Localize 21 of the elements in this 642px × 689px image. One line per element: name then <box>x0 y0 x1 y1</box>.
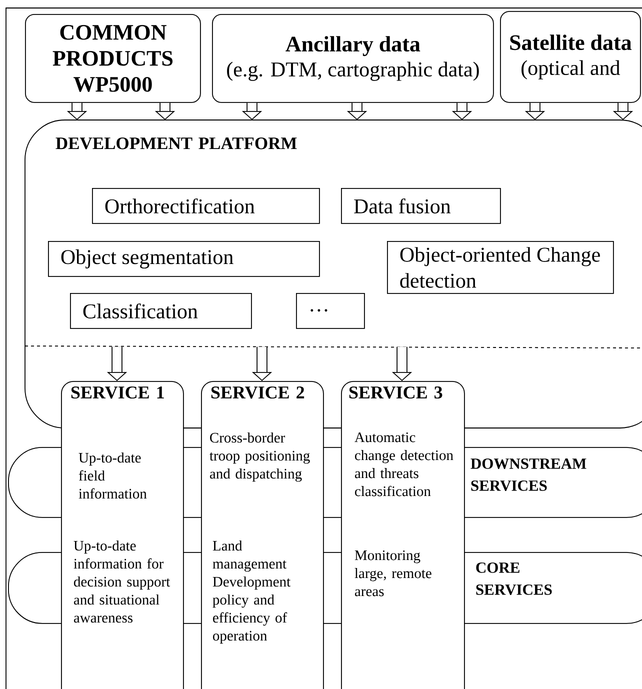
service-text: Up-to-date field information <box>78 452 147 499</box>
platform-title: DEVELOPMENT PLATFORM <box>56 137 297 150</box>
source-box: COMMON PRODUCTS WP5000 <box>25 14 201 103</box>
process-box: … <box>296 293 365 329</box>
service-heading: SERVICE 2 <box>211 386 304 399</box>
process-box: Data fusion <box>341 188 501 224</box>
source-box: Satellite data (optical and <box>500 11 641 103</box>
service-heading: SERVICE 3 <box>349 386 442 399</box>
source-box: Ancillary data (e.g. DTM, cartographic data) <box>212 14 494 103</box>
service-text: Cross-border troop positioning and dispatching <box>210 432 310 482</box>
process-box: Orthorectification <box>92 188 320 224</box>
service-heading: SERVICE 1 <box>71 386 164 399</box>
process-box: Classification <box>70 293 252 329</box>
service-text: Automatic change detection and threats classification <box>354 432 454 496</box>
service-text: Up-to-date information for decision support and situational awareness <box>74 540 170 623</box>
process-box: Object segmentation <box>48 241 320 277</box>
process-box: Object-oriented Change detection <box>387 241 614 294</box>
service-text: Land management Development policy and efficiency of operation <box>212 540 290 644</box>
band-label: DOWNSTREAM SERVICES <box>470 458 586 491</box>
service-text: Monitoring large, remote areas <box>354 550 432 596</box>
band-label: CORE SERVICES <box>476 562 552 595</box>
